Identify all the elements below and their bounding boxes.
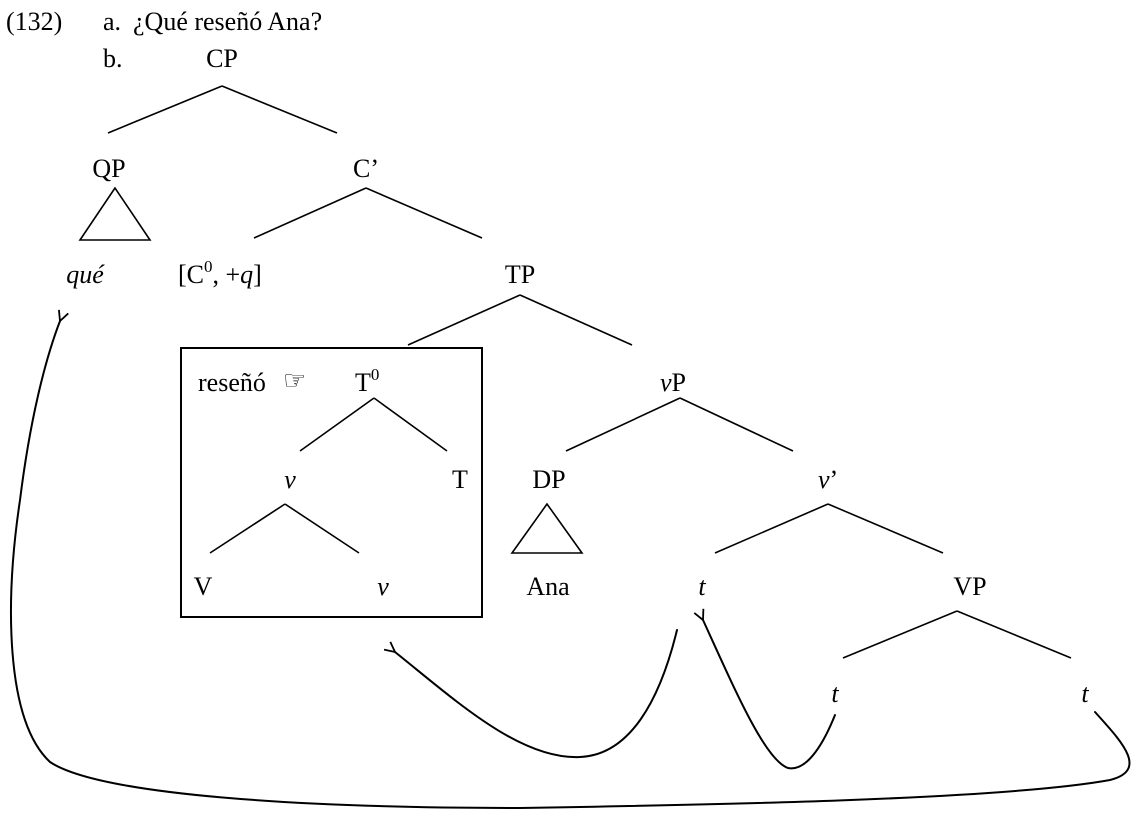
arrow-object-to-que [10, 321, 1131, 809]
example-number: (132) [6, 7, 62, 36]
node-c-bar: C’ [353, 154, 379, 183]
node-dp: DP [532, 465, 565, 494]
node-cp: CP [206, 44, 238, 73]
node-little-v-head: v [284, 465, 296, 494]
terminal-ana: Ana [526, 572, 570, 601]
trace-spec: t [698, 572, 706, 601]
node-verb-v: V [194, 572, 213, 601]
head-complex-box [180, 347, 483, 618]
example-a-marker: a. [103, 7, 121, 36]
example-b-marker: b. [103, 44, 123, 73]
trace-verb: t [831, 679, 839, 708]
trace-object: t [1081, 679, 1089, 708]
example-sentence: ¿Qué reseñó Ana? [133, 7, 322, 36]
tree-edges [107, 85, 1072, 659]
node-vp-small: vP [660, 368, 686, 397]
node-t-head: T [452, 465, 468, 494]
arrow-verb-to-t0 [395, 629, 678, 759]
label-resenyo: reseñó [198, 368, 266, 397]
node-v-bar: v’ [818, 465, 838, 494]
node-little-v-low: v [377, 572, 389, 601]
node-vp: VP [953, 572, 986, 601]
terminal-que: qué [66, 260, 105, 289]
triangle-qp [78, 186, 152, 241]
node-t0: T0 [355, 365, 379, 397]
pointing-hand-icon: ☞ [283, 366, 306, 395]
node-tp: TP [505, 260, 535, 289]
arrow-trace-to-spec [703, 620, 836, 770]
triangle-dp [510, 502, 584, 554]
node-c-head: [C0, +q] [178, 257, 262, 289]
node-qp: QP [92, 154, 125, 183]
